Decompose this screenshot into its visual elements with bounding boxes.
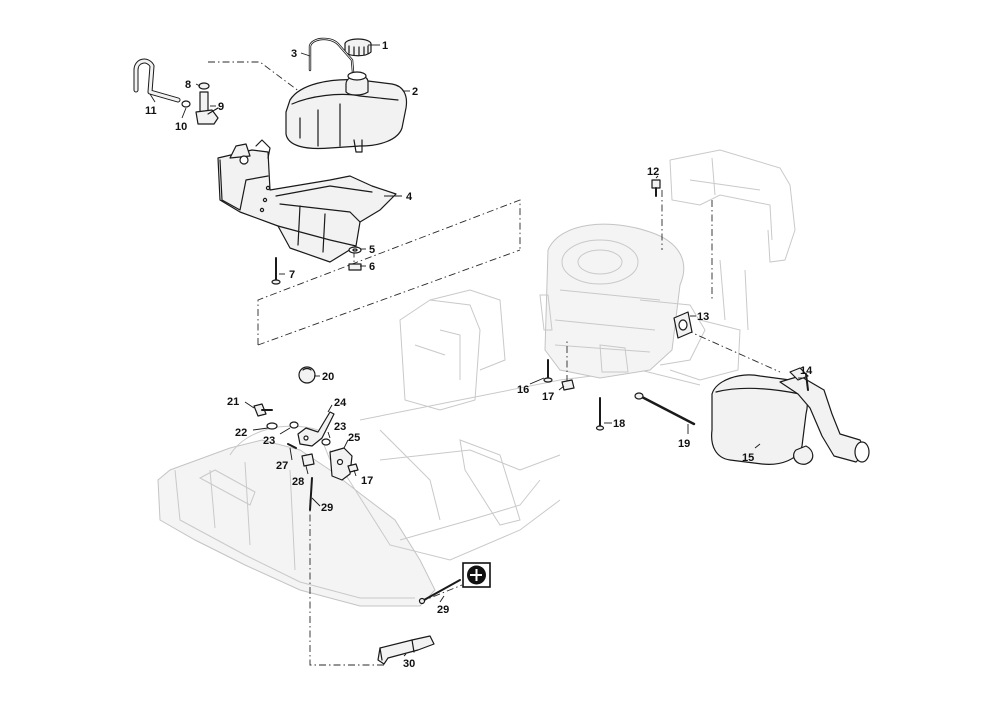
bolt-12 (651, 179, 661, 197)
washer-5 (348, 246, 362, 254)
callout-7: 7 (289, 269, 295, 281)
callout-17-linkage: 17 (361, 475, 373, 487)
callout-15: 15 (742, 452, 754, 464)
grease-gun-icon (462, 562, 491, 588)
callout-6: 6 (369, 261, 375, 273)
bolt-16 (543, 359, 553, 383)
throttle-rod-upper (309, 477, 313, 511)
washer-22 (266, 422, 278, 430)
callout-22: 22 (235, 427, 247, 439)
callout-29-upper: 29 (321, 502, 333, 514)
ghost-chassis (157, 149, 796, 607)
callout-24: 24 (334, 397, 347, 409)
callout-5: 5 (369, 244, 375, 256)
washer-23b (321, 438, 331, 446)
callout-20: 20 (322, 371, 334, 383)
throttle-rod-lower (418, 579, 461, 605)
callout-17-engine: 17 (542, 391, 554, 403)
callout-9: 9 (218, 101, 224, 113)
nut-17-engine (561, 379, 575, 391)
callout-11: 11 (145, 105, 157, 117)
fuel-tank (285, 71, 408, 153)
callout-30: 30 (403, 658, 415, 670)
callout-28: 28 (292, 476, 304, 488)
callout-27: 27 (276, 460, 288, 472)
callout-25: 25 (348, 432, 360, 444)
bracket-30 (377, 635, 435, 665)
throttle-lever-24 (297, 411, 335, 447)
tank-handle-rod (308, 37, 358, 110)
callout-23b: 23 (334, 421, 346, 433)
callout-29-lower: 29 (437, 604, 449, 616)
callout-8: 8 (185, 79, 191, 91)
bolt-21 (253, 403, 273, 417)
callout-labels: 1 2 3 4 5 6 7 8 9 10 11 12 13 14 15 16 1… (145, 40, 813, 670)
leader-lines (149, 44, 804, 657)
clip-28 (301, 453, 315, 467)
tank-bracket (217, 139, 397, 263)
long-bolt-19 (634, 392, 696, 426)
bolt-27 (287, 443, 297, 449)
callout-12: 12 (647, 166, 659, 178)
callout-13: 13 (697, 311, 709, 323)
throttle-knob (298, 366, 316, 384)
callout-4: 4 (406, 191, 413, 203)
pivot-bracket-25 (329, 447, 353, 481)
muffler-bolt-14 (805, 373, 809, 391)
callout-19: 19 (678, 438, 690, 450)
washer-23a (289, 421, 299, 429)
fuel-cap (344, 38, 372, 57)
callout-3: 3 (291, 48, 297, 60)
exhaust-gasket (673, 311, 693, 339)
callout-2: 2 (412, 86, 418, 98)
fuel-hose (133, 58, 181, 103)
callout-1: 1 (382, 40, 388, 52)
muffler (711, 367, 870, 465)
callout-21: 21 (227, 396, 239, 408)
nut-6 (348, 263, 362, 271)
callout-23a: 23 (263, 435, 275, 447)
callout-10: 10 (175, 121, 187, 133)
fuel-valve (181, 82, 219, 125)
nut-17-linkage (347, 463, 359, 473)
callout-14: 14 (800, 365, 813, 377)
bolt-18 (595, 397, 605, 431)
callout-18: 18 (613, 418, 625, 430)
callout-16: 16 (517, 384, 529, 396)
bolt-7 (271, 257, 281, 285)
